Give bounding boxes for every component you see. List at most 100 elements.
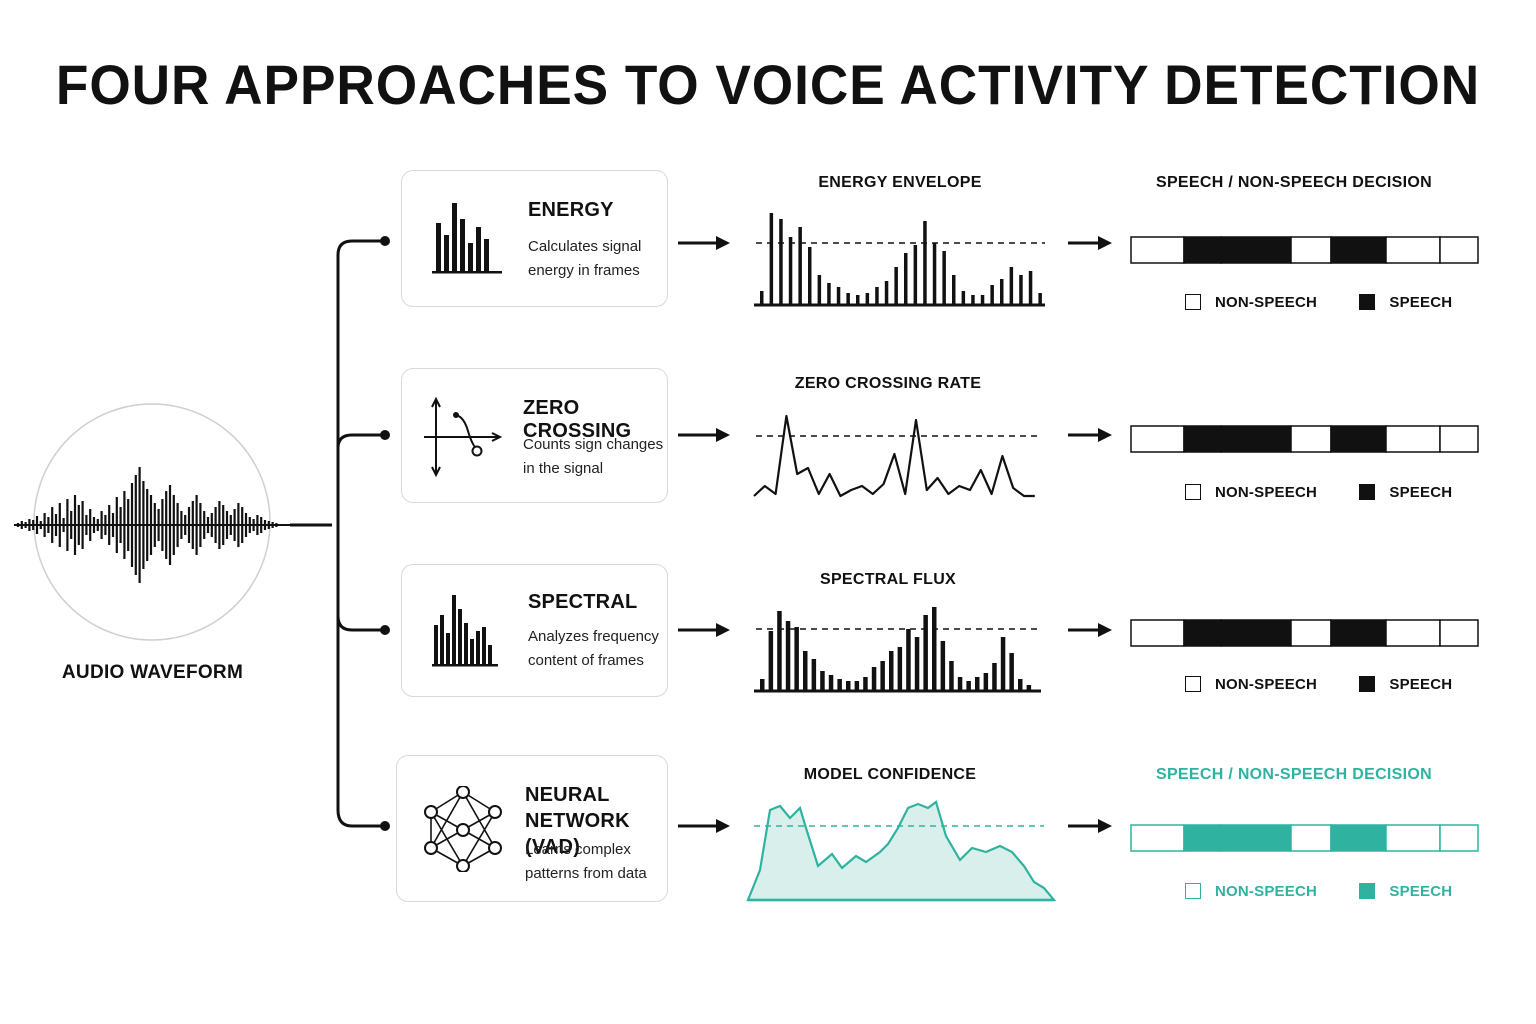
approach-row-1 (678, 213, 1479, 307)
feature-label-neural: MODEL CONFIDENCE (803, 766, 977, 783)
speech-segment (1330, 236, 1387, 264)
card-title: SPECTRAL (528, 591, 638, 613)
non-speech-segment (1439, 824, 1479, 852)
arrow-head (716, 819, 730, 833)
feature-bar (983, 673, 989, 691)
arrow-head (716, 236, 730, 250)
speech-segment (1183, 236, 1222, 264)
feature-bar (871, 667, 877, 691)
speech-segment (1183, 425, 1222, 453)
feature-label-spectral: SPECTRAL FLUX (819, 571, 957, 588)
card-title: ENERGY (528, 199, 614, 221)
feature-bar (828, 675, 834, 691)
feature-bar (990, 285, 994, 305)
bar-chart-icon (432, 203, 502, 274)
legend-speech-label: SPEECH (1389, 676, 1453, 693)
feature-bar (952, 275, 956, 305)
arrow-head (1098, 428, 1112, 442)
connector-to-zero-crossing (336, 433, 384, 449)
connector-dot-zero-crossing (380, 430, 390, 440)
description-line: Counts sign changes (523, 436, 664, 453)
description-line: content of frames (528, 652, 644, 669)
non-speech-segment (1290, 236, 1332, 264)
decision-label-neural: SPEECH / NON-SPEECH DECISION (1155, 766, 1432, 783)
legend-speech-label: SPEECH (1389, 294, 1453, 311)
legend-non-speech-label: NON-SPEECH (1215, 294, 1318, 311)
legend-speech-label: SPEECH (1389, 484, 1453, 501)
feature-label-zero-crossing: ZERO CROSSING RATE (794, 375, 982, 392)
approach-row-3 (678, 607, 1479, 693)
description-line: Learns complex (525, 841, 631, 858)
feature-bar (894, 267, 898, 305)
card-description: Learns complex patterns from data (525, 838, 675, 886)
legend-speech: SPEECH (1359, 883, 1452, 900)
feature-bar (779, 219, 783, 305)
feature-bar (820, 671, 825, 691)
decision-bar (1130, 236, 1479, 264)
feature-bar (760, 679, 765, 691)
legend-non-speech: NON-SPEECH (1185, 294, 1317, 311)
non-speech-segment (1130, 236, 1185, 264)
card-neural-network: NEURAL NETWORK (VAD) Learns complex patt… (396, 755, 668, 902)
feature-bar (880, 661, 885, 691)
non-speech-segment (1130, 824, 1185, 852)
audio-waveform (16, 467, 278, 583)
card-description: Analyzes frequency content of frames (528, 625, 678, 673)
speech-segment (1183, 824, 1222, 852)
non-speech-segment (1385, 236, 1441, 264)
speech-segment (1220, 619, 1292, 647)
feature-bar (760, 291, 764, 305)
non-speech-segment (1290, 619, 1332, 647)
feature-bar (865, 293, 870, 305)
feature-bar (1009, 267, 1014, 305)
speech-segment (1220, 824, 1292, 852)
description-line: Analyzes frequency (528, 628, 659, 645)
non-speech-segment (1290, 824, 1332, 852)
feature-bar (992, 663, 997, 691)
legend-speech: SPEECH (1359, 484, 1452, 501)
non-speech-segment (1130, 619, 1185, 647)
legend-non-speech: NON-SPEECH (1185, 676, 1317, 693)
non-speech-swatch (1185, 883, 1201, 899)
feature-bar (884, 281, 889, 305)
feature-bar (769, 213, 774, 305)
connector-to-energy (336, 239, 384, 828)
feature-bar (942, 251, 946, 305)
description-line: patterns from data (525, 865, 647, 882)
feature-bar (788, 237, 793, 305)
non-speech-segment (1385, 425, 1441, 453)
feature-bar (794, 627, 799, 691)
feature-line (753, 414, 1035, 498)
feature-bar (768, 631, 774, 691)
feature-bar (1009, 653, 1014, 691)
feature-bar (808, 247, 812, 305)
legend-speech-label: SPEECH (1389, 883, 1453, 900)
feature-label-energy: ENERGY ENVELOPE (818, 174, 982, 191)
non-speech-segment (1439, 425, 1479, 453)
connector-to-spectral (336, 615, 384, 632)
feature-bar (777, 611, 782, 691)
card-title: ZERO CROSSING (523, 397, 632, 442)
feature-bar (1019, 275, 1023, 305)
decision-bar (1130, 619, 1479, 647)
connector-dot-energy (380, 236, 390, 246)
non-speech-segment (1439, 236, 1479, 264)
legend-energy: NON-SPEECH SPEECH (1185, 294, 1452, 311)
feature-bar (817, 275, 822, 305)
description-line: energy in frames (528, 262, 640, 279)
card-description: Calculates signal energy in frames (528, 235, 678, 283)
speech-segment (1330, 425, 1387, 453)
feature-bar (846, 293, 850, 305)
feature-bar (923, 221, 927, 305)
confidence-area (746, 800, 1057, 902)
feature-bar (803, 651, 808, 691)
feature-bar (856, 295, 860, 305)
feature-bar (875, 287, 879, 305)
feature-bar (913, 245, 918, 305)
non-speech-segment (1290, 425, 1332, 453)
non-speech-swatch (1185, 676, 1201, 692)
feature-plot (746, 800, 1057, 902)
legend-speech: SPEECH (1359, 294, 1452, 311)
feature-bar (923, 615, 928, 691)
approach-row-2 (678, 414, 1479, 498)
